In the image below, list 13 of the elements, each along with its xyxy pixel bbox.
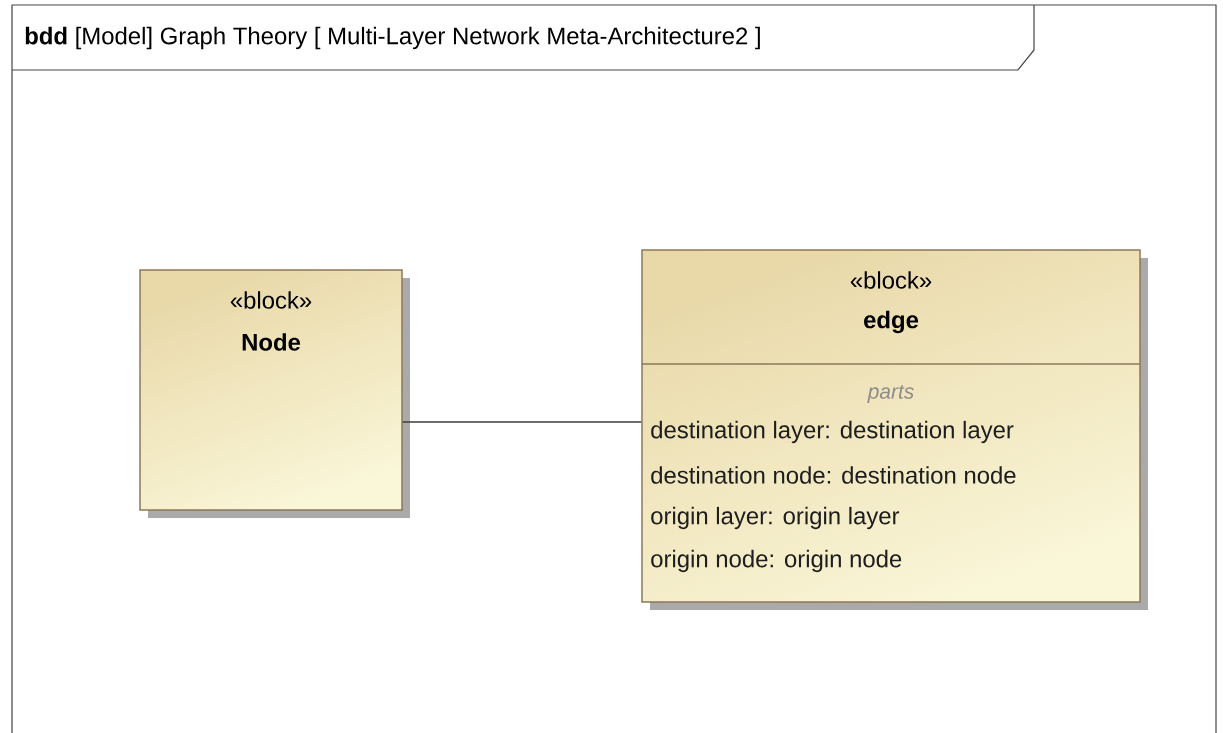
- association-line: [401, 421, 643, 423]
- part-property: origin node: origin node: [651, 549, 902, 573]
- part-property: destination layer: destination layer: [651, 420, 1014, 444]
- block-name: Node: [242, 333, 301, 351]
- compartment-label: parts: [867, 385, 914, 403]
- stereotype-label: «block»: [230, 291, 312, 309]
- block-box: [641, 249, 1148, 610]
- block-name: edge: [864, 310, 919, 334]
- block-box: [139, 269, 410, 518]
- frame-title: bdd [Model] Graph Theory [ Multi-Layer Network Meta-Architecture2 ]: [11, 4, 1035, 71]
- part-property: origin layer: origin layer: [651, 506, 900, 530]
- part-property: destination node: destination node: [651, 466, 1016, 484]
- stereotype-label: «block»: [850, 271, 932, 289]
